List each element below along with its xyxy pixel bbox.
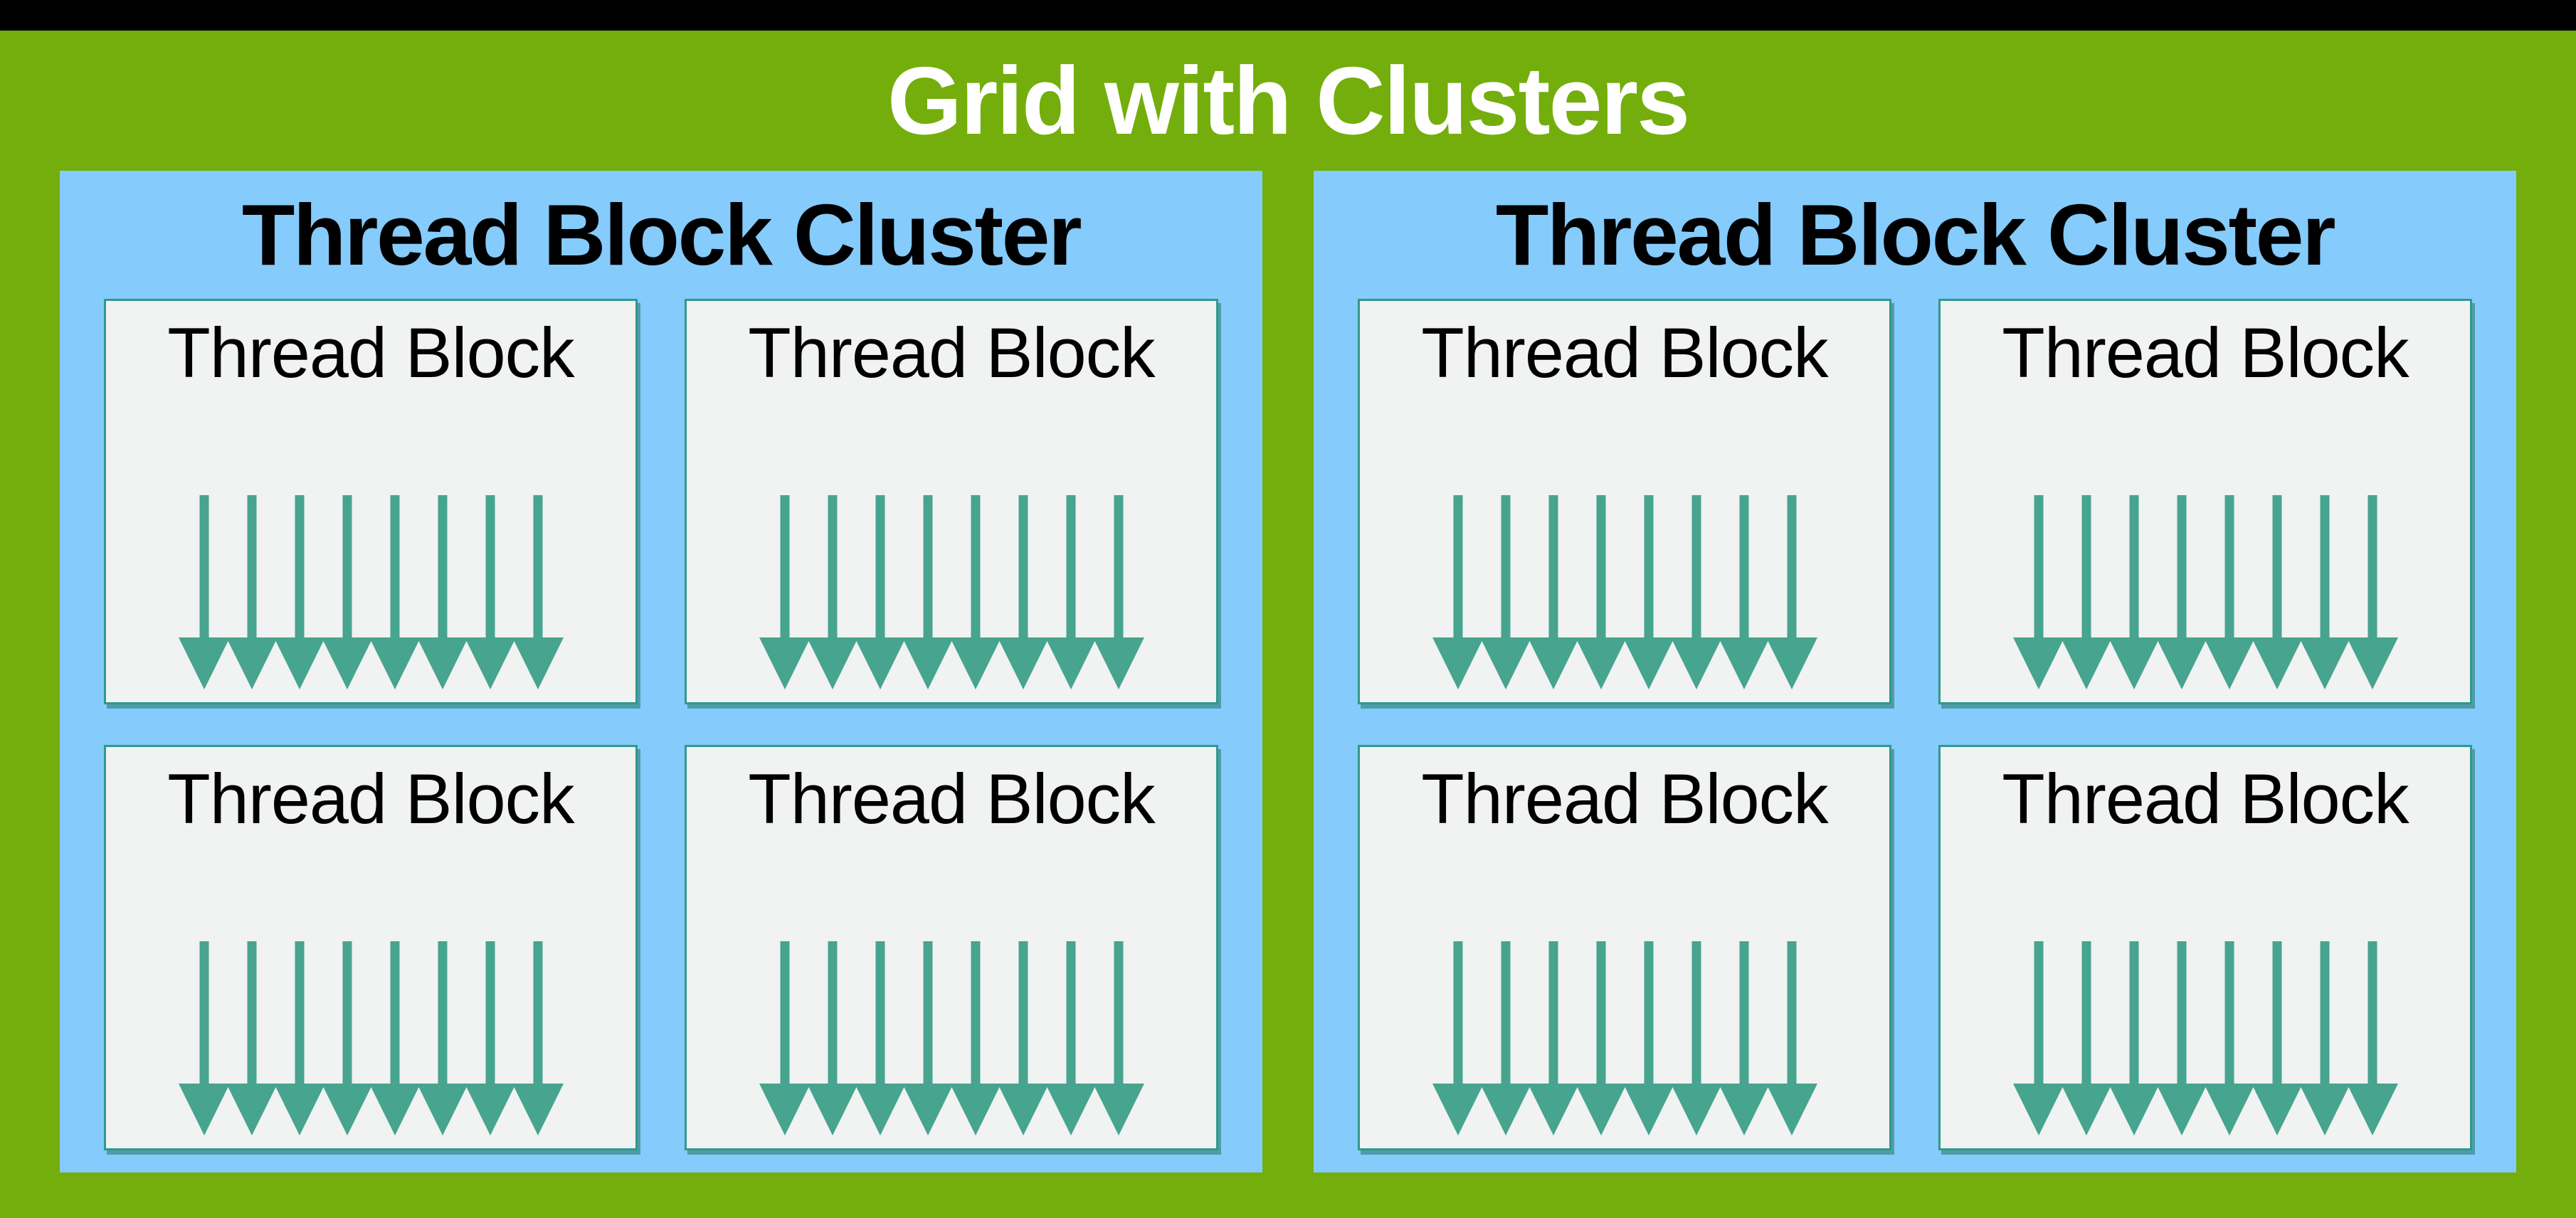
thread-block: Thread Block [1938,745,2472,1150]
thread-block: Thread Block [685,745,1218,1150]
thread-block: Thread Block [685,299,1218,704]
thread-arrows-icon [178,495,564,689]
thread-arrows-icon [2012,941,2398,1135]
top-bar [0,0,2576,31]
thread-block-label: Thread Block [748,313,1155,392]
thread-block-label: Thread Block [167,759,574,838]
cluster-title: Thread Block Cluster [241,186,1082,283]
cluster-title: Thread Block Cluster [1495,186,2336,283]
thread-arrows-icon [759,495,1144,689]
thread-block-label: Thread Block [2002,313,2409,392]
thread-block: Thread Block [104,299,638,704]
thread-arrows-icon [1432,495,1817,689]
thread-arrows-icon [759,941,1144,1135]
diagram-title: Grid with Clusters [887,47,1690,154]
thread-block-label: Thread Block [2002,759,2409,838]
thread-arrows-icon [178,941,564,1135]
thread-block-label: Thread Block [1421,313,1828,392]
thread-arrows-icon [1432,941,1817,1135]
thread-block: Thread Block [1938,299,2472,704]
thread-block-label: Thread Block [167,313,574,392]
thread-arrows-icon [2012,495,2398,689]
thread-block-label: Thread Block [1421,759,1828,838]
thread-block: Thread Block [104,745,638,1150]
thread-block: Thread Block [1358,745,1891,1150]
thread-block-label: Thread Block [748,759,1155,838]
thread-block: Thread Block [1358,299,1891,704]
